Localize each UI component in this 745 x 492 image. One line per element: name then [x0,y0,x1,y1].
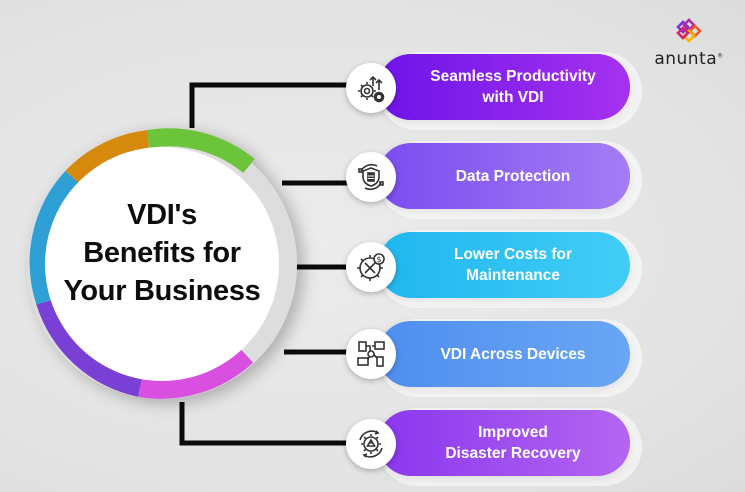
benefit-disaster-recovery: Improved Disaster Recovery [378,410,630,476]
hub-title-line-2: Benefits for [83,237,241,269]
benefit-label-line: Improved [478,424,548,441]
hub-ring [27,128,297,399]
anunta-knot-icon [676,18,702,43]
brand-name: anunta® [654,49,724,69]
gear-warning-recovery-icon [346,419,396,469]
benefit-label-line: Data Protection [455,167,571,185]
hub-disc [45,147,279,381]
benefit-label-line: Disaster Recovery [445,445,581,462]
hub-title-line-1: VDI's [127,199,197,231]
shield-data-icon [346,152,396,202]
anunta-logo: anunta® [651,18,727,69]
benefit-data-protection: Data Protection [378,143,630,209]
benefit-label-line: with VDI [482,89,544,106]
benefit-label-line: Lower Costs for [454,246,572,263]
gear-tools-dollar-icon: $ [346,242,396,292]
benefit-label-line: Seamless Productivity [430,68,596,85]
gear-growth-icon [346,63,396,113]
svg-text:$: $ [376,255,381,264]
hub-title: VDI's Benefits for Your Business [52,196,272,310]
benefit-seamless-productivity: Seamless Productivity with VDI [378,54,630,120]
benefit-label-line: VDI Across Devices [440,345,586,363]
hub-title-line-3: Your Business [63,275,261,307]
benefit-vdi-across-devices: VDI Across Devices [378,321,630,387]
devices-network-icon [346,329,396,379]
benefit-lower-costs: Lower Costs for Maintenance [378,232,630,298]
benefit-label-line: Maintenance [466,267,560,284]
